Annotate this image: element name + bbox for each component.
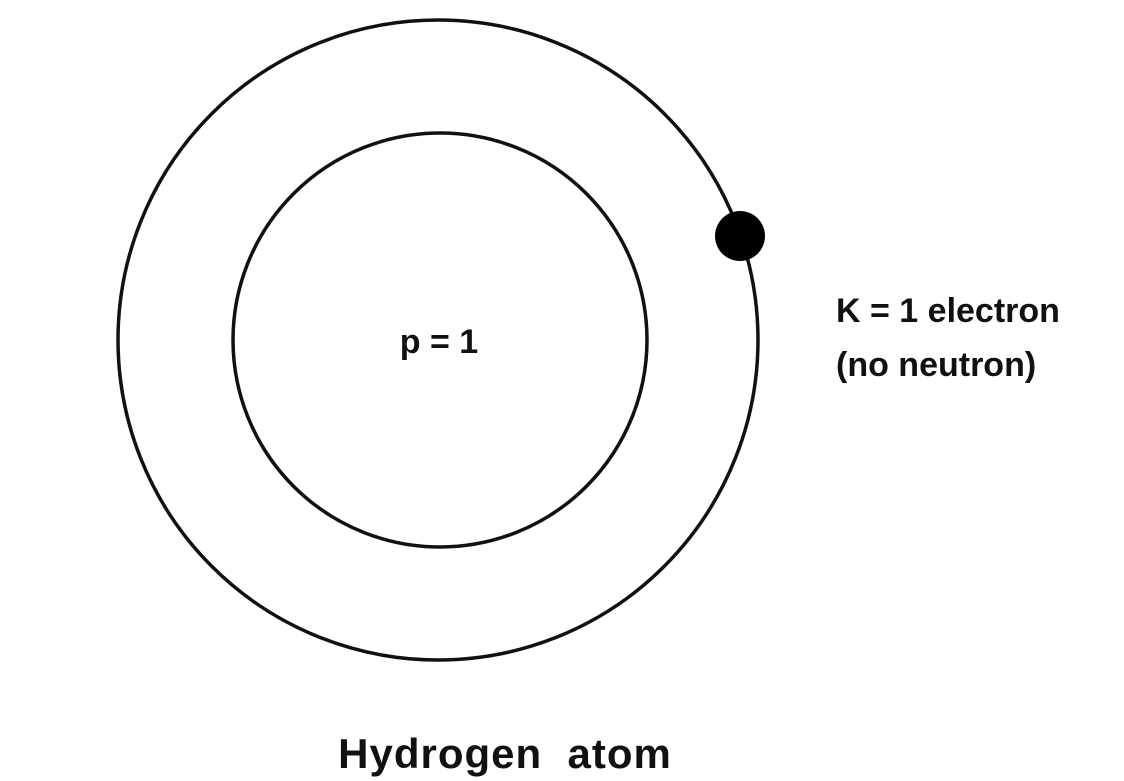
shell-label-line1: K = 1 electron bbox=[836, 292, 1060, 330]
outer-shell-ring bbox=[116, 18, 760, 662]
diagram-caption: Hydrogen atom bbox=[338, 730, 672, 777]
nucleus-ring bbox=[231, 131, 649, 549]
nucleus-label: p = 1 bbox=[400, 323, 478, 361]
electron-icon bbox=[715, 211, 765, 261]
shell-label-line2: (no neutron) bbox=[836, 346, 1036, 384]
